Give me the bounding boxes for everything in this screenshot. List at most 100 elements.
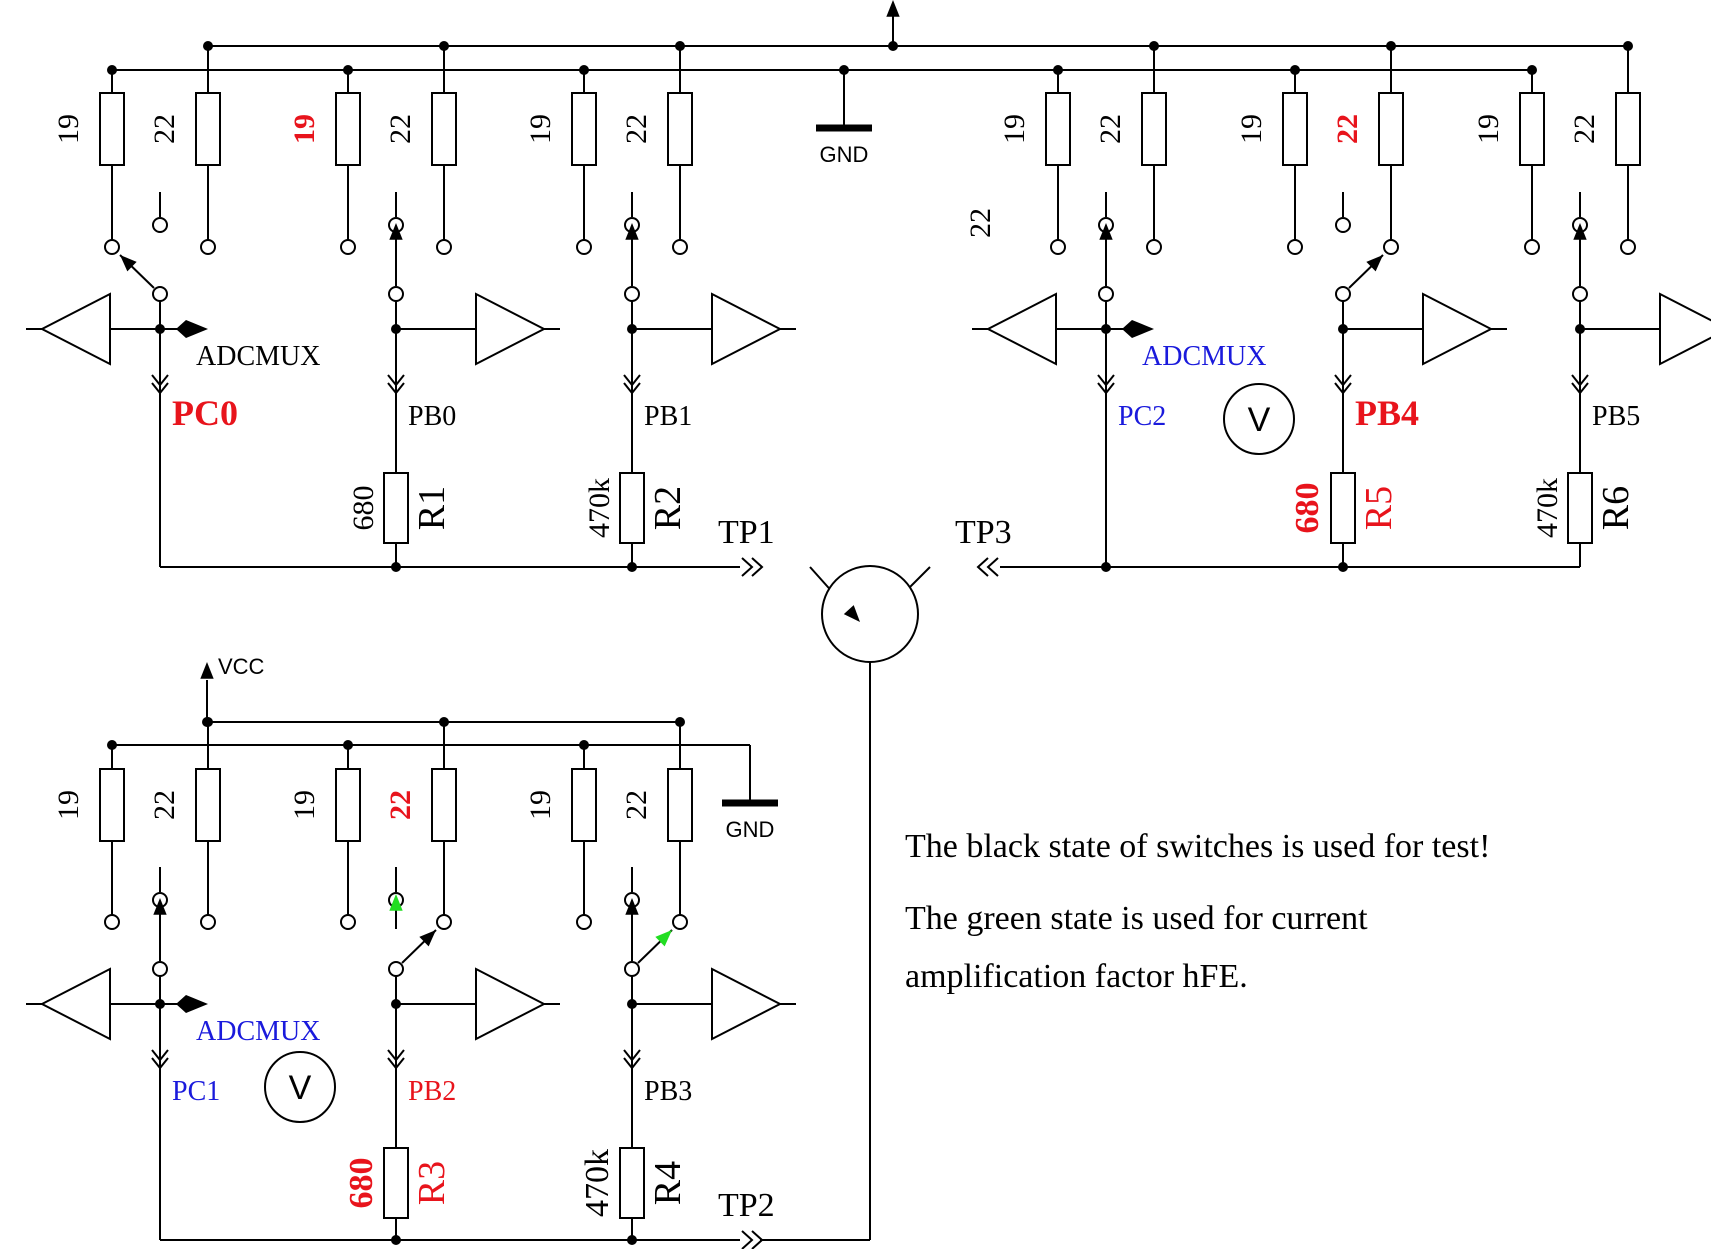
resistor-19: [335, 92, 361, 166]
resistor-22: [431, 768, 457, 842]
contact-22: [200, 239, 216, 255]
R2-value: 470k: [583, 478, 616, 538]
contact-open: [152, 217, 168, 233]
junction-dot: [627, 324, 637, 334]
resistor-19: [1045, 92, 1071, 166]
resistor-22: [431, 92, 457, 166]
note-line-3: amplification factor hFE.: [905, 958, 1248, 995]
port-chevron: [1334, 374, 1352, 387]
junction-dot: [1527, 65, 1537, 75]
junction-dot: [203, 717, 213, 727]
port-chevron: [623, 1057, 641, 1070]
switch-pivot: [152, 286, 168, 302]
junction-dot: [675, 41, 685, 51]
resistor-R1: [383, 472, 409, 544]
junction-dot: [888, 41, 898, 51]
adcmux-arrow: [1122, 320, 1154, 338]
switch-blade-head: [389, 223, 403, 240]
junction-dot: [203, 41, 213, 51]
resistor-value: 19: [288, 790, 321, 820]
resistor-19: [1519, 92, 1545, 166]
contact-22: [672, 914, 688, 930]
junction-dot: [839, 65, 849, 75]
port-label: PB2: [408, 1076, 456, 1107]
contact-19: [340, 914, 356, 930]
junction-dot: [1338, 562, 1348, 572]
port-label: PB3: [644, 1076, 692, 1107]
resistor-value: 22: [148, 114, 181, 144]
note-line-1: The black state of switches is used for …: [905, 828, 1491, 865]
resistor-value: 19: [288, 114, 321, 144]
voltmeter-label: V: [289, 1069, 312, 1107]
contact-19: [104, 914, 120, 930]
contact-19: [104, 239, 120, 255]
resistor-19: [1282, 92, 1308, 166]
port-label: PC1: [172, 1076, 220, 1107]
junction-dot: [343, 65, 353, 75]
tp3-label: TP3: [955, 514, 1012, 551]
schmitt-buffer: [1659, 292, 1711, 366]
contact-19: [340, 239, 356, 255]
switch-pivot: [388, 286, 404, 302]
resistor-22: [195, 768, 221, 842]
junction-dot: [155, 999, 165, 1009]
resistor-22: [1615, 92, 1641, 166]
port-chevron: [151, 382, 169, 395]
junction-dot: [579, 740, 589, 750]
port-chevron: [387, 1057, 405, 1070]
resistor-value: 19: [524, 790, 557, 820]
testpoint-chevron: [986, 557, 999, 577]
gnd-label: GND: [820, 142, 869, 167]
resistor-value: 22: [148, 790, 181, 820]
switch-green-head: [655, 930, 672, 947]
resistor-value: 22: [964, 208, 997, 238]
contact-19: [1524, 239, 1540, 255]
note-line-2: The green state is used for current: [905, 900, 1368, 937]
junction-dot: [391, 1235, 401, 1245]
switch-pivot: [1098, 286, 1114, 302]
resistor-19: [99, 768, 125, 842]
switch-green-head: [389, 894, 403, 911]
resistor-22: [1141, 92, 1167, 166]
resistor-19: [571, 768, 597, 842]
junction-dot: [391, 324, 401, 334]
schmitt-buffer: [1422, 292, 1494, 366]
testpoint-chevron: [751, 557, 764, 577]
resistor-value: 22: [384, 790, 417, 820]
switch-blade-head: [625, 898, 639, 915]
contact-22: [672, 239, 688, 255]
voltmeter-label: V: [1248, 401, 1271, 439]
port-chevron: [623, 374, 641, 387]
resistor-R3: [383, 1147, 409, 1219]
resistor-22: [667, 768, 693, 842]
junction-dot: [439, 717, 449, 727]
port-label: PC2: [1118, 401, 1166, 432]
resistor-value: 19: [524, 114, 557, 144]
switch-pivot: [624, 286, 640, 302]
contact-22: [436, 239, 452, 255]
resistor-value: 22: [1331, 114, 1364, 144]
adcmux-arrow: [176, 320, 208, 338]
port-chevron: [623, 1049, 641, 1062]
switch-pivot: [152, 961, 168, 977]
junction-dot: [1338, 324, 1348, 334]
resistor-value: 22: [620, 114, 653, 144]
switch-pivot: [1335, 286, 1351, 302]
resistor-value: 19: [1472, 114, 1505, 144]
R1-name: R1: [411, 486, 453, 530]
R3-value: 680: [343, 1158, 380, 1209]
junction-dot: [579, 65, 589, 75]
resistor-19: [99, 92, 125, 166]
switch-blade-head: [1366, 255, 1383, 272]
junction-dot: [343, 740, 353, 750]
port-chevron: [1097, 382, 1115, 395]
resistor-R6: [1567, 472, 1593, 544]
R5-name: R5: [1358, 486, 1400, 530]
schmitt-buffer: [711, 292, 783, 366]
testpoint-chevron: [741, 1230, 754, 1249]
schmitt-buffer: [475, 292, 547, 366]
port-chevron: [151, 374, 169, 387]
contact-22: [1383, 239, 1399, 255]
junction-dot: [627, 1235, 637, 1245]
R2-name: R2: [647, 486, 689, 530]
